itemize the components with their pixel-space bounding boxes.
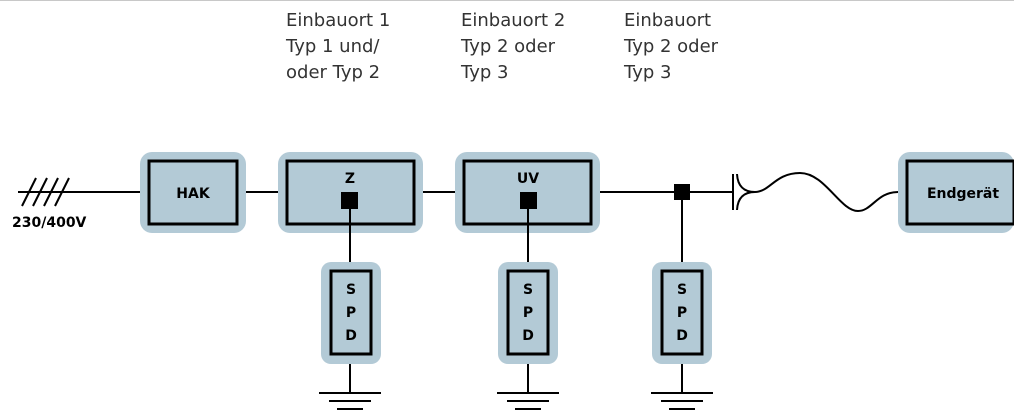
three-phase-symbol [21,177,70,207]
supply-voltage-label: 230/400V [12,215,87,231]
spd-letter: P [677,305,687,321]
endgeraet-box: Endgerät [898,152,1014,233]
spd-branch-2: S P D [497,209,559,410]
spd-letter: S [523,282,533,298]
caption-line: Typ 2 oder [624,36,719,57]
top-divider [0,0,1014,1]
spd-branch-3: S P D [651,200,713,410]
caption-line: Einbauort [624,10,712,31]
spd-letter: D [676,328,688,344]
caption-line: Einbauort 1 [286,10,391,31]
ground-symbol [319,392,381,410]
junction-node [674,184,690,200]
caption-line: Typ 1 und/ [286,36,380,57]
caption-line: Einbauort 2 [461,10,566,31]
z-box: Z [278,152,423,233]
spd-letter: P [523,305,533,321]
uv-box: UV [455,152,600,233]
spd-letter: S [677,282,687,298]
caption-line: Typ 3 [461,62,509,83]
caption-line: oder Typ 2 [286,62,381,83]
z-label: Z [345,171,355,187]
caption-einbauort-3: Einbauort Typ 2 oder Typ 3 [624,8,718,86]
uv-label: UV [517,171,539,187]
caption-einbauort-1: Einbauort 1 Typ 1 und/ oder Typ 2 [286,8,390,86]
spd-letter: D [345,328,357,344]
spd-branch-1: S P D [319,209,381,410]
caption-einbauort-2: Einbauort 2 Typ 2 oder Typ 3 [461,8,565,86]
caption-line: Typ 3 [624,62,672,83]
main-line [18,171,899,213]
spd-letter: P [346,305,356,321]
plug-connector-icon [726,173,756,211]
junction-node [341,192,358,209]
caption-line: Typ 2 oder [461,36,556,57]
hak-label: HAK [176,186,211,202]
ground-symbol [651,392,713,410]
hak-box: HAK [140,152,246,233]
ground-symbol [497,392,559,410]
endgeraet-label: Endgerät [927,186,999,202]
junction-node [520,192,537,209]
spd-letter: D [522,328,534,344]
spd-letter: S [346,282,356,298]
